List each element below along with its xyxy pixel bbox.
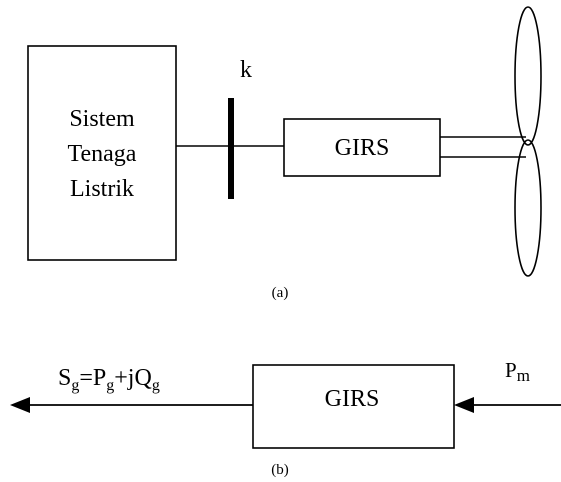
output-q-subscript: g: [152, 377, 160, 394]
turbine-blade-upper: [514, 6, 542, 146]
output-equals: =: [79, 365, 93, 391]
power-system-label-line-2: Tenaga: [68, 141, 137, 167]
girs-box-a: [283, 118, 441, 177]
input-power-label: Pm: [505, 358, 530, 385]
caption-b: (b): [271, 462, 289, 478]
girs-label-a: GIRS: [335, 135, 390, 161]
bus-label-k: k: [240, 57, 252, 83]
output-s: S: [58, 365, 71, 391]
girs-box-b: [252, 364, 455, 449]
power-system-box: [27, 45, 177, 261]
output-plus-j: +j: [114, 365, 134, 391]
caption-a: (a): [272, 285, 289, 301]
power-system-label-line-3: Listrik: [70, 176, 134, 202]
output-power-label: Sg=Pg+jQg: [58, 365, 160, 394]
girs-label-b: GIRS: [325, 386, 380, 412]
output-arrow-head: [10, 397, 30, 413]
power-system-label-line-1: Sistem: [69, 106, 135, 132]
output-q: Q: [134, 365, 151, 391]
input-p-subscript: m: [517, 366, 530, 385]
turbine-blade-lower: [514, 139, 542, 277]
output-p-subscript: g: [106, 377, 114, 394]
input-arrow-head: [454, 397, 474, 413]
figure-a: Sistem Tenaga Listrik k GIRS (a): [27, 6, 542, 301]
output-s-subscript: g: [71, 377, 79, 394]
figure-b: Sg=Pg+jQg GIRS Pm (b): [10, 358, 561, 478]
output-p: P: [93, 365, 106, 391]
input-p: P: [505, 358, 517, 382]
